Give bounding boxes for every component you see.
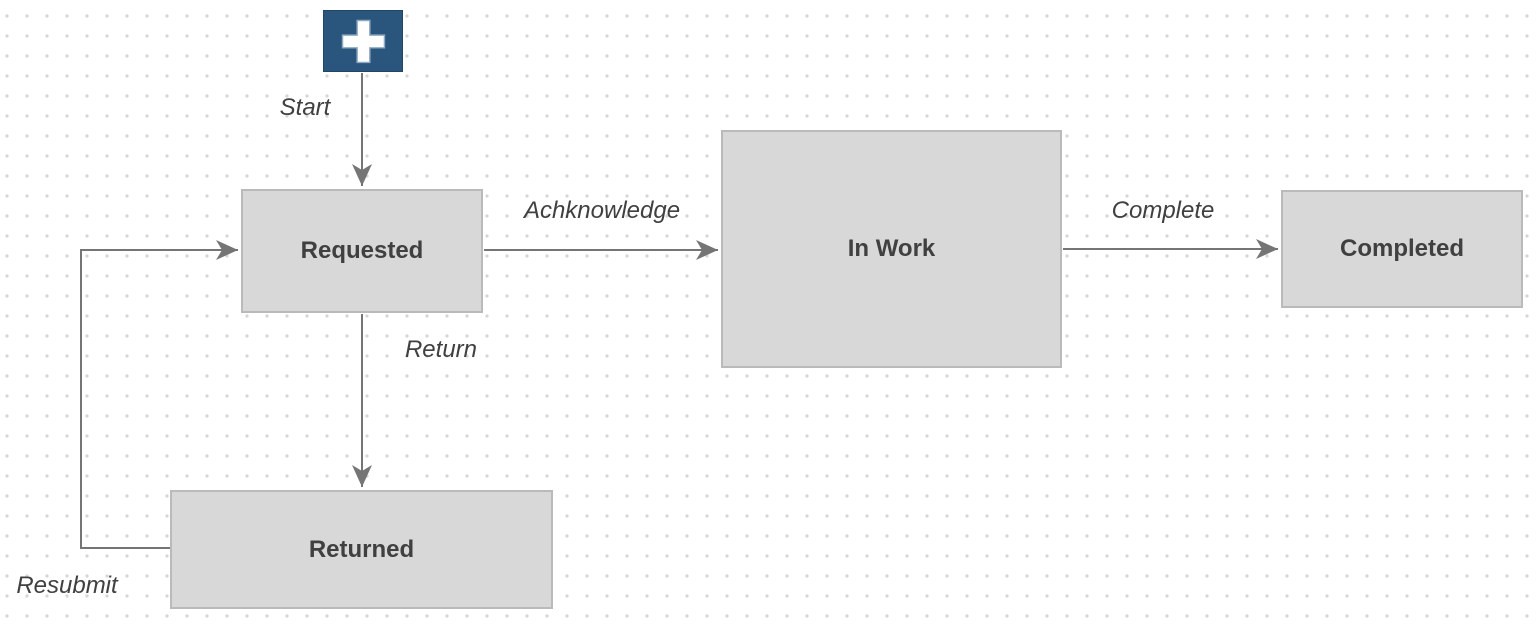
edge-label-acknowledge: Achknowledge <box>523 197 681 224</box>
state-label: Returned <box>308 535 415 563</box>
state-in-work[interactable]: In Work <box>721 130 1062 368</box>
state-label: Requested <box>300 237 424 264</box>
edge-resubmit[interactable] <box>80 240 238 549</box>
state-completed[interactable]: Completed <box>1281 190 1523 308</box>
plus-icon <box>341 19 386 64</box>
edge-label-complete: Complete <box>1111 197 1215 224</box>
edge-label-resubmit: Resubmit <box>16 572 118 599</box>
state-label: In Work <box>847 235 936 262</box>
state-label: Completed <box>1339 235 1464 262</box>
state-returned[interactable]: Returned <box>170 490 553 609</box>
start-node-button[interactable] <box>323 10 403 72</box>
edge-label-start: Start <box>279 94 331 121</box>
state-requested[interactable]: Requested <box>241 189 483 313</box>
edge-label-return: Return <box>404 336 478 363</box>
